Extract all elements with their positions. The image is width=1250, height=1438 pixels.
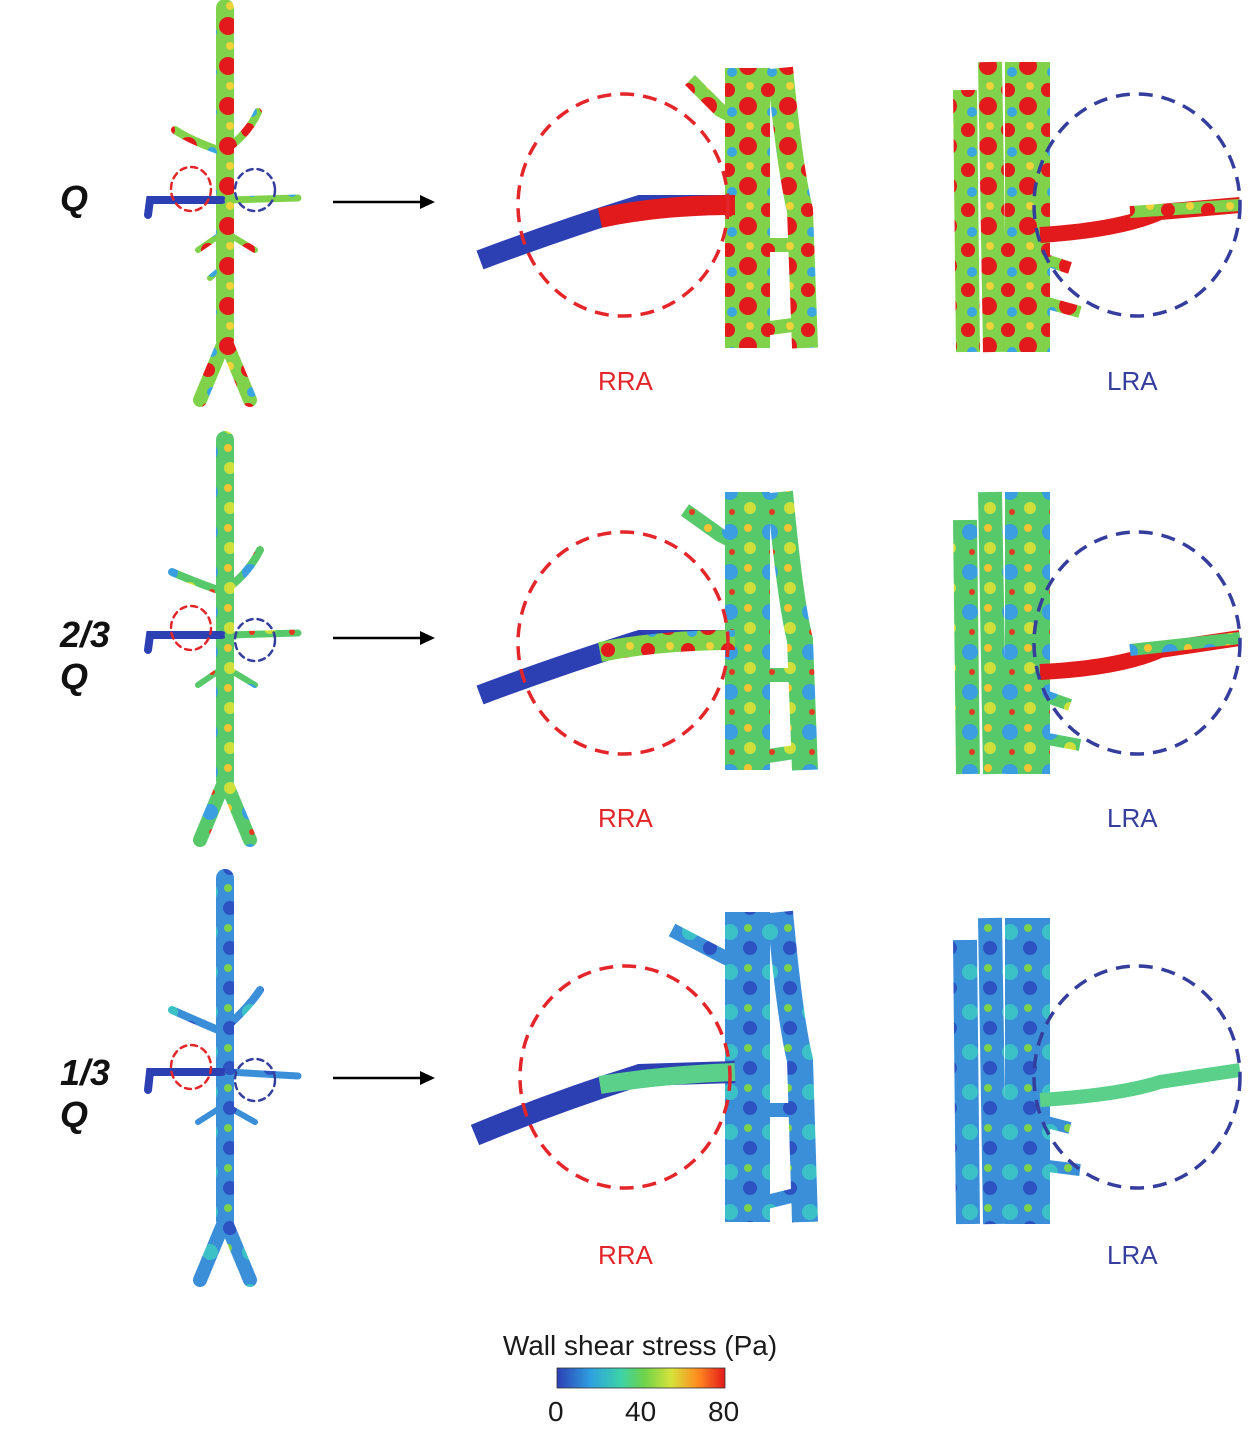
- colorbar-title: Wall shear stress (Pa): [502, 1330, 778, 1361]
- rra-zoom-view: [476, 66, 818, 349]
- lra-label: LRA: [1107, 1240, 1158, 1270]
- lra-zoom-view: [953, 61, 1242, 353]
- colorbar: [556, 1367, 726, 1389]
- rra-zoom-view: [476, 490, 818, 771]
- row-label-q: Q: [60, 178, 89, 219]
- lra-zoom-view: [953, 917, 1242, 1225]
- right-arrow-icon: [333, 1071, 435, 1085]
- rra-label: RRA: [598, 803, 653, 833]
- full-aorta-model: [144, 869, 302, 1287]
- row-one-third-q: [144, 869, 1242, 1287]
- row-label-two-thirds-q: 2/3 Q: [60, 614, 111, 697]
- colorbar-tick-mid: 40: [625, 1396, 657, 1427]
- row-q: [144, 0, 1242, 407]
- row-two-thirds-q: [144, 431, 1242, 847]
- right-arrow-icon: [333, 631, 435, 645]
- rra-label: RRA: [598, 1240, 653, 1270]
- lra-zoom-view: [953, 491, 1242, 775]
- rra-label: RRA: [598, 366, 653, 396]
- colorbar-gradient: [556, 1367, 726, 1389]
- rra-zoom-view: [470, 910, 818, 1223]
- colorbar-tick-min: 0: [548, 1396, 564, 1427]
- right-arrow-icon: [333, 195, 435, 209]
- colorbar-tick-max: 80: [708, 1396, 740, 1427]
- full-aorta-model: [144, 0, 302, 407]
- row-label-one-third-q: 1/3 Q: [60, 1052, 111, 1135]
- lra-label: LRA: [1107, 366, 1158, 396]
- lra-label: LRA: [1107, 803, 1158, 833]
- full-aorta-model: [144, 431, 302, 847]
